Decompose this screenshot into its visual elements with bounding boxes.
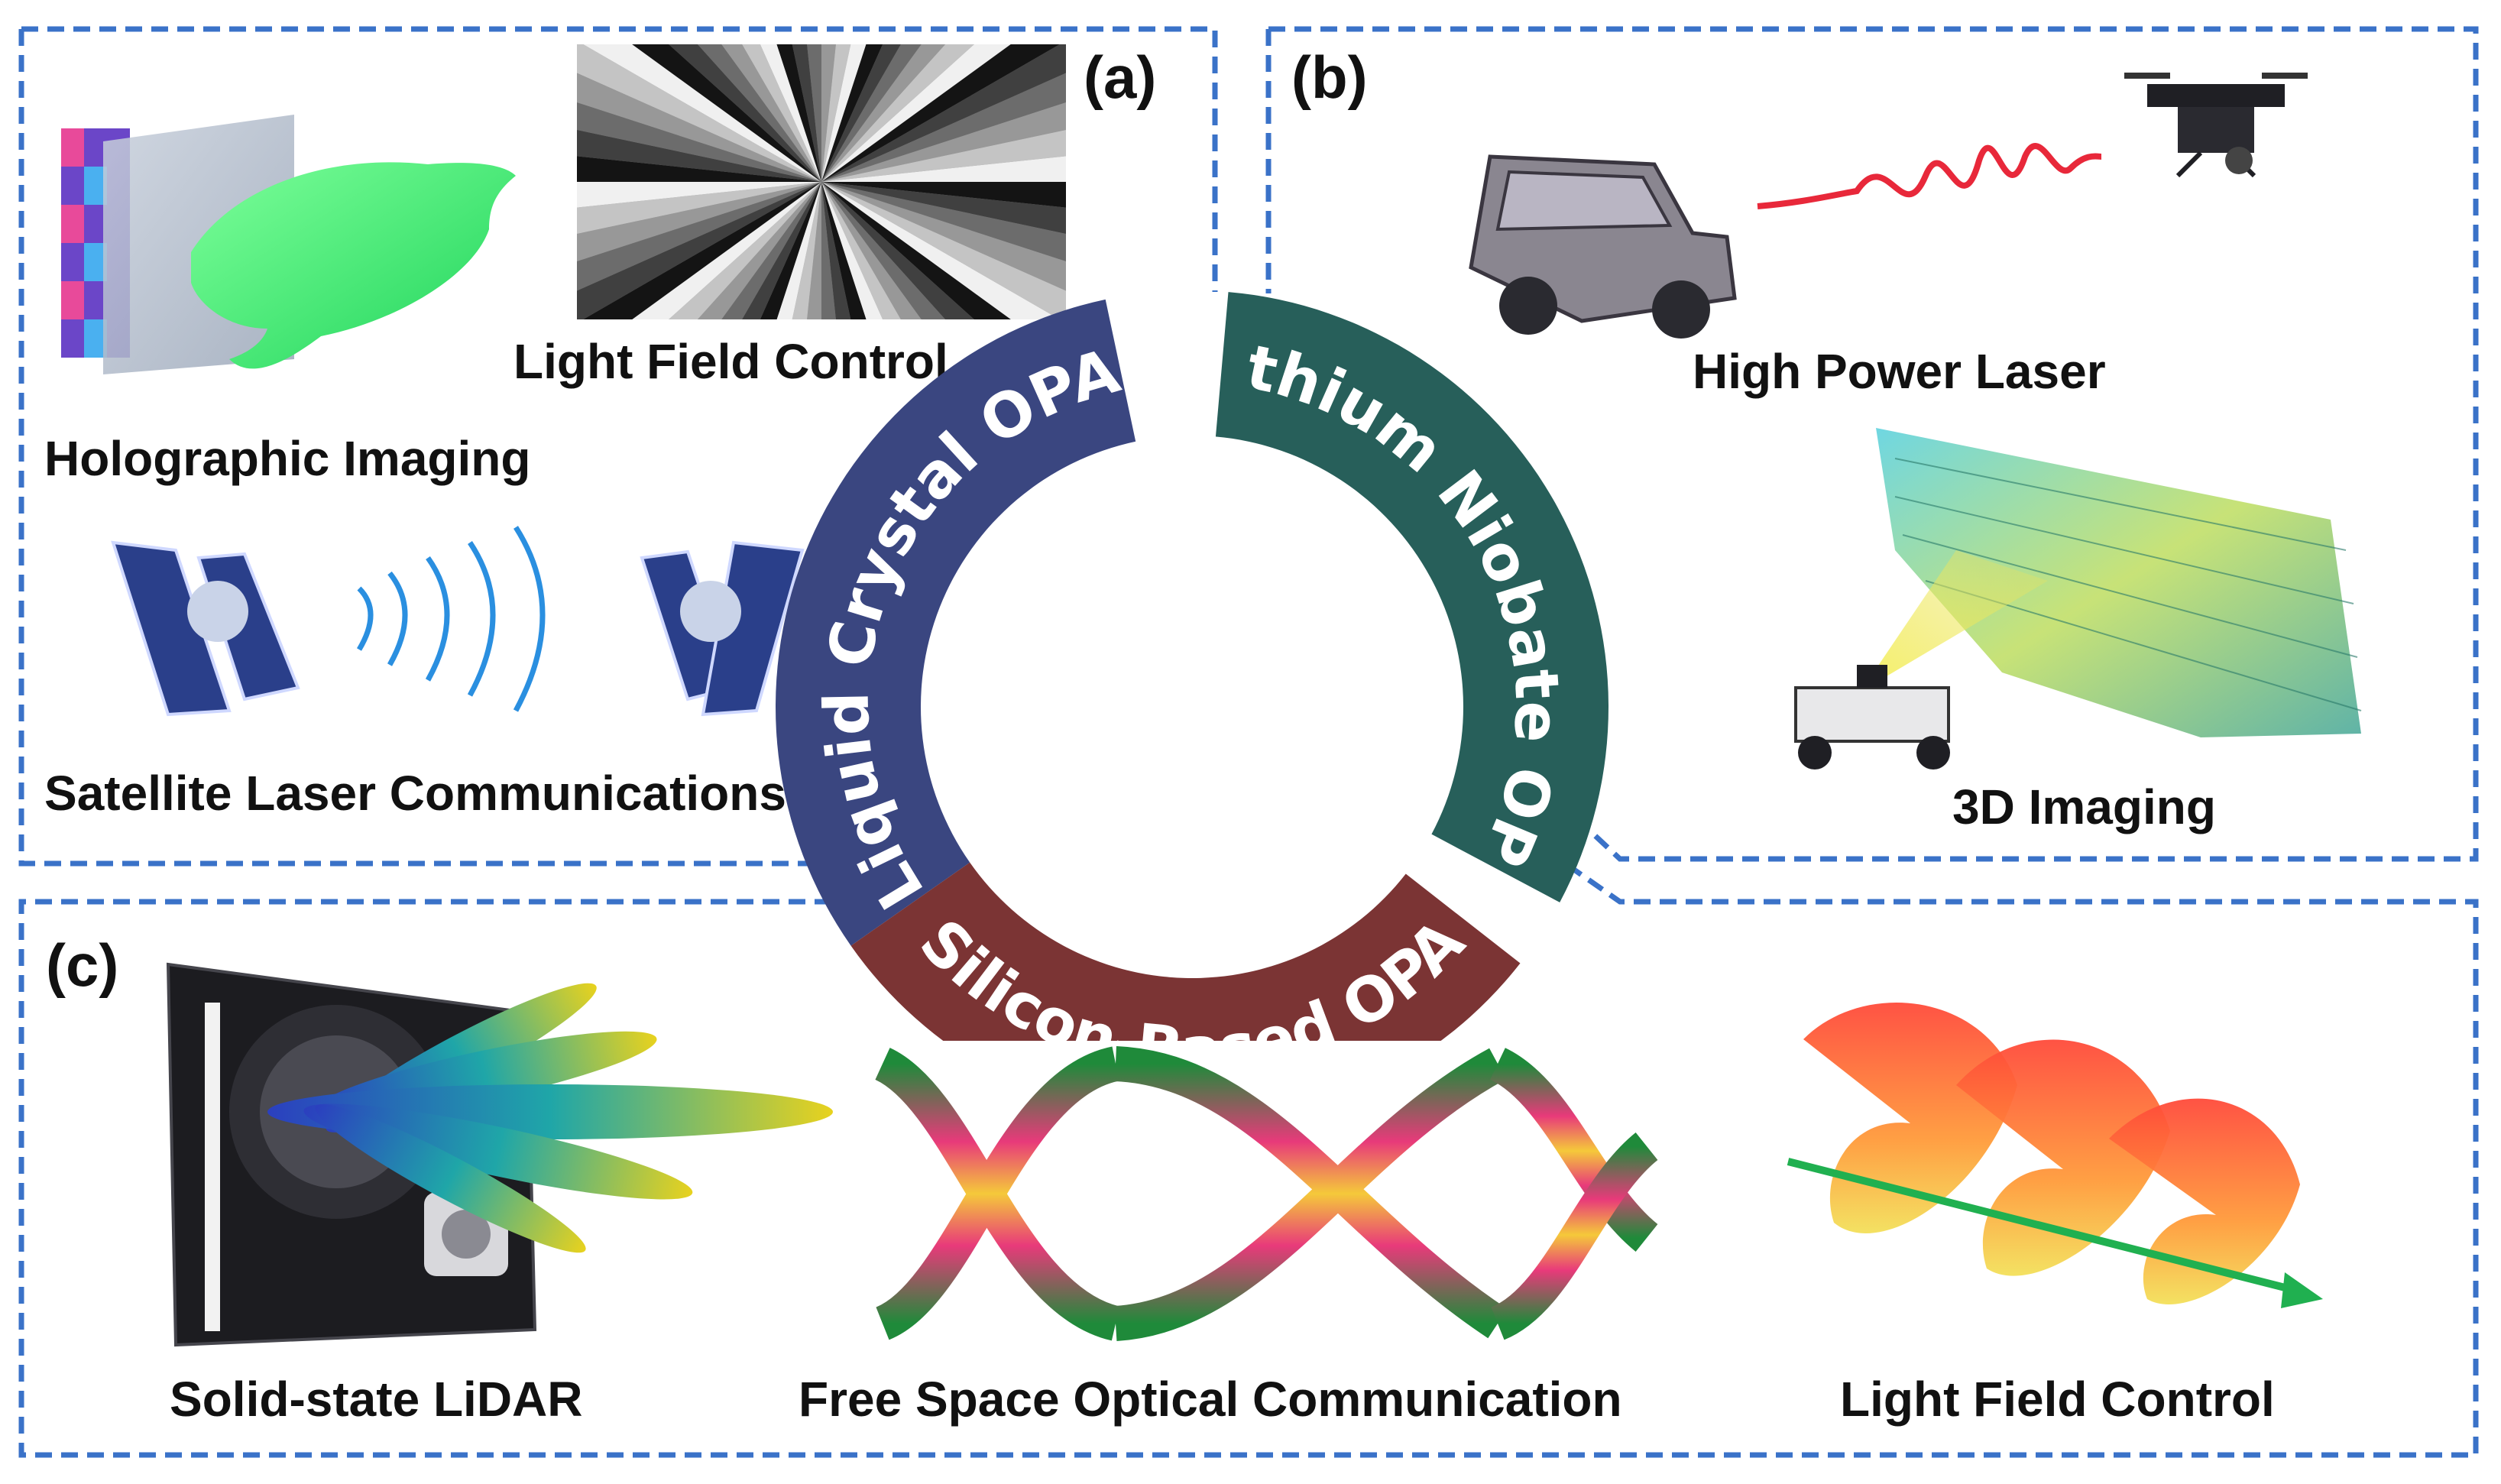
light-field-wedge bbox=[821, 44, 1060, 182]
light-field-control-label-c: Light Field Control bbox=[1840, 1372, 2275, 1427]
light-field-wedge bbox=[821, 182, 1066, 319]
satellite-laser-communications-label: Satellite Laser Communications bbox=[44, 766, 786, 821]
satellite-right-icon bbox=[640, 540, 805, 717]
panel-c-border bbox=[18, 857, 2479, 1458]
dolphin-hologram bbox=[191, 162, 516, 369]
light-field-wedge bbox=[742, 182, 821, 319]
light-field-wedge bbox=[792, 182, 821, 319]
light-field-wedge bbox=[669, 44, 821, 182]
eye-diagram bbox=[874, 1041, 1658, 1346]
high-power-laser-label: High Power Laser bbox=[1693, 344, 2106, 399]
light-field-wedge bbox=[577, 182, 821, 291]
jeep-icon bbox=[1469, 154, 1737, 339]
light-field-wedge bbox=[821, 182, 974, 319]
light-field-wedge bbox=[821, 44, 1066, 182]
light-field-wedge bbox=[821, 182, 1066, 291]
ring-segment-liquid-crystal bbox=[776, 299, 1136, 946]
light-field-wedge bbox=[821, 182, 901, 319]
light-field-wedge bbox=[721, 44, 821, 182]
light-field-wedge bbox=[821, 44, 851, 182]
light-field-wedge bbox=[821, 182, 1066, 235]
panel-b-tag: (b) bbox=[1291, 44, 1368, 111]
3d-imaging-illustration bbox=[1794, 428, 2362, 770]
scan-cone bbox=[1861, 550, 2048, 692]
light-field-wedge bbox=[821, 73, 1066, 182]
light-field-wedge bbox=[821, 44, 883, 182]
ring-segment-lithium-niobate bbox=[1215, 292, 1608, 902]
panel-b-border bbox=[1265, 26, 2479, 862]
light-field-wedge bbox=[821, 182, 867, 319]
light-field-wedge bbox=[760, 182, 821, 319]
3d-imaging-label: 3D Imaging bbox=[1952, 779, 2216, 834]
light-field-wedge bbox=[776, 182, 821, 319]
light-field-wedge bbox=[821, 129, 1066, 182]
holographic-imaging-illustration bbox=[61, 115, 516, 374]
panel-c-tag: (c) bbox=[46, 932, 118, 999]
light-field-pattern bbox=[577, 44, 1066, 319]
lidar-illustration bbox=[166, 962, 833, 1347]
satellite-left-icon bbox=[111, 540, 300, 717]
light-field-wedge bbox=[821, 182, 1011, 319]
light-field-wedge bbox=[821, 44, 836, 182]
light-field-wedge bbox=[742, 44, 821, 182]
panel-a-tag: (a) bbox=[1084, 44, 1156, 111]
solid-state-lidar-label: Solid-state LiDAR bbox=[170, 1372, 582, 1427]
light-field-wedge bbox=[760, 44, 821, 182]
laser-beam-wave bbox=[1757, 143, 2102, 209]
light-field-wedge bbox=[821, 44, 867, 182]
helix-light-field-illustration bbox=[1787, 1003, 2323, 1308]
light-field-wedge bbox=[807, 44, 821, 182]
light-field-wedge bbox=[821, 44, 974, 182]
light-field-wedge bbox=[577, 182, 821, 261]
light-field-wedge bbox=[821, 44, 901, 182]
light-field-wedge bbox=[776, 44, 821, 182]
satellite-link-illustration bbox=[111, 526, 805, 717]
signal-waves-icon bbox=[356, 526, 546, 712]
light-field-wedge bbox=[821, 182, 922, 319]
light-field-wedge bbox=[821, 44, 1011, 182]
light-field-wedge bbox=[583, 44, 821, 182]
free-space-optical-communication-label: Free Space Optical Communication bbox=[799, 1372, 1622, 1427]
light-field-wedge bbox=[821, 182, 836, 319]
light-field-wedge bbox=[792, 44, 821, 182]
light-field-wedge bbox=[807, 182, 821, 319]
light-field-control-label-a: Light Field Control bbox=[513, 334, 948, 389]
light-field-wedge bbox=[821, 182, 851, 319]
lidar-beams bbox=[267, 983, 833, 1253]
light-field-wedge bbox=[577, 44, 821, 182]
light-field-wedge bbox=[821, 182, 883, 319]
light-field-wedge bbox=[821, 156, 1066, 182]
holographic-imaging-label: Holographic Imaging bbox=[44, 431, 530, 486]
light-field-wedge bbox=[821, 182, 1060, 319]
robot-car-icon bbox=[1794, 665, 1950, 770]
light-field-wedge bbox=[821, 182, 946, 319]
propagation-axis-arrow bbox=[1787, 1158, 2302, 1295]
drone-icon bbox=[2124, 73, 2308, 178]
light-field-wedge bbox=[821, 102, 1066, 182]
light-field-wedge bbox=[577, 182, 821, 208]
light-field-wedge bbox=[577, 182, 821, 319]
point-cloud bbox=[1876, 428, 2361, 737]
light-field-wedge bbox=[577, 182, 821, 235]
